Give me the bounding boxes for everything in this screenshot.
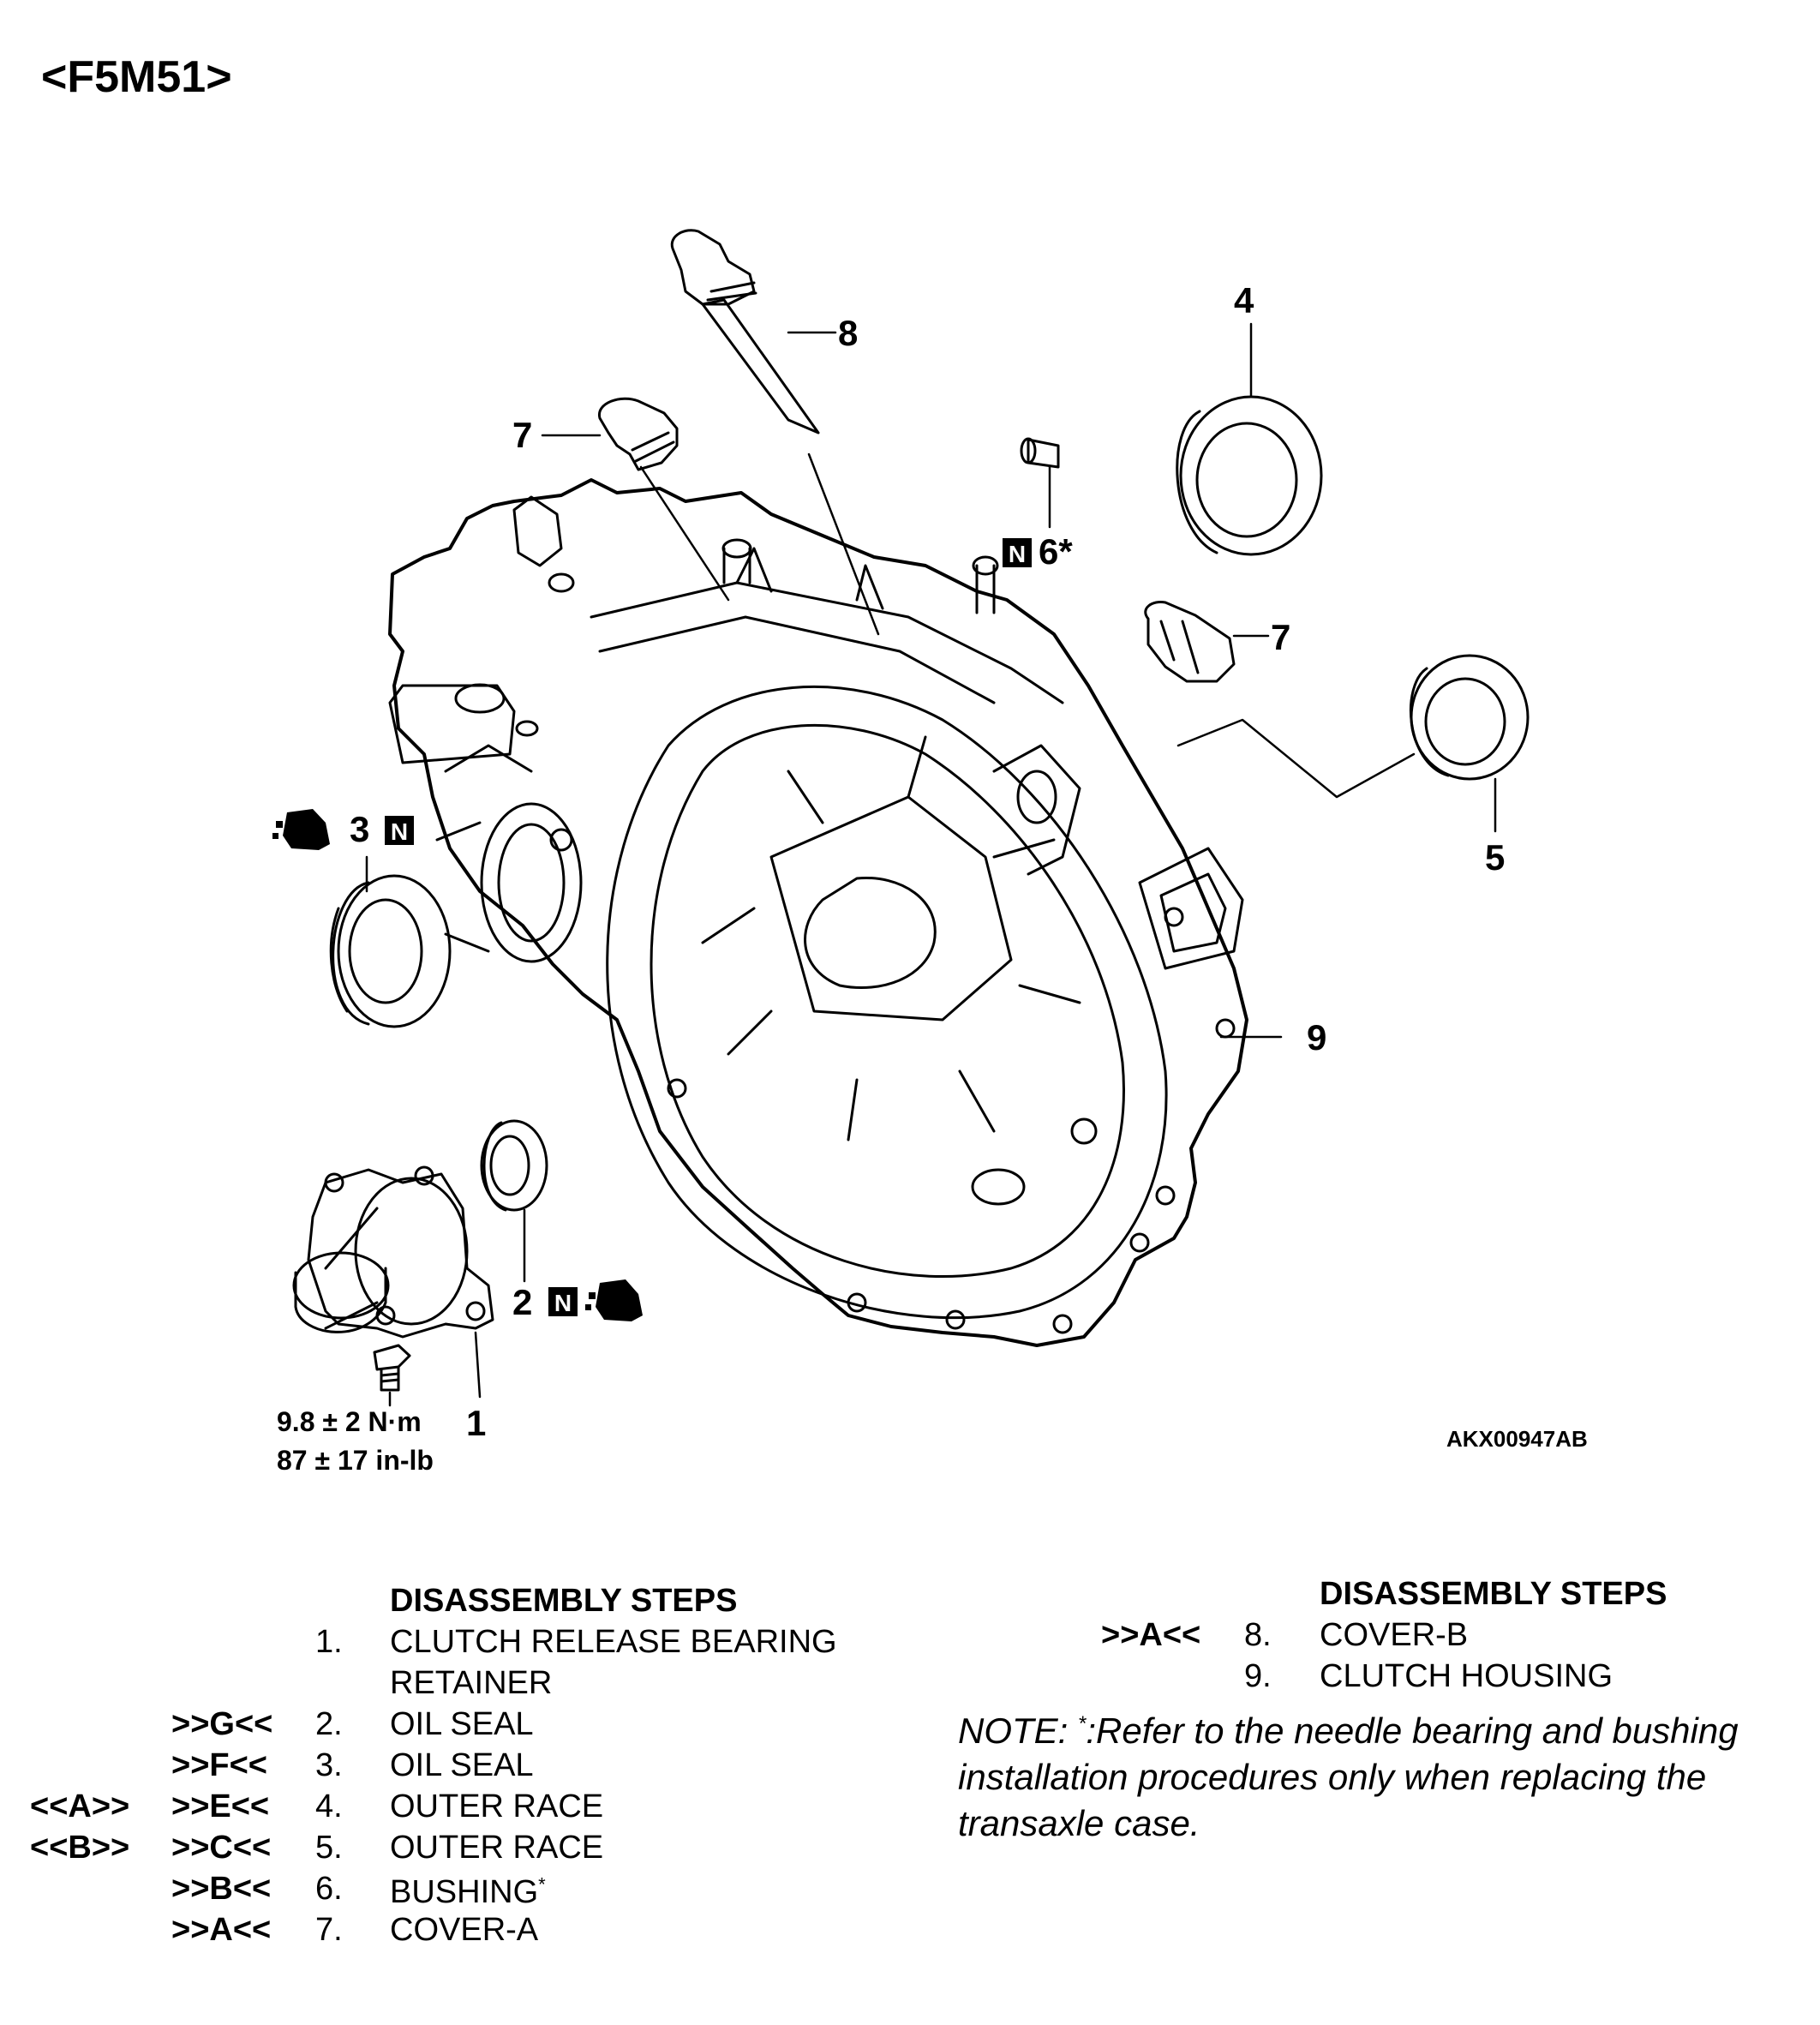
- disassembly-steps-left: DISASSEMBLY STEPS 1. CLUTCH RELEASE BEAR…: [0, 1580, 943, 1950]
- callout-3: 3: [350, 809, 369, 849]
- callout-4: 4: [1234, 280, 1254, 321]
- retainer-bolt: [373, 1344, 411, 1392]
- svg-text:N: N: [554, 1290, 572, 1316]
- callout-8: 8: [838, 313, 858, 353]
- page-title: <F5M51>: [41, 52, 232, 102]
- callout-6: 6*: [1039, 531, 1073, 572]
- oil-seal-2: [480, 1119, 548, 1212]
- callout-9: 9: [1307, 1017, 1326, 1057]
- torque-spec-inlb: 87 ± 17 in-lb: [277, 1445, 434, 1476]
- step-row: >>A<< 8. COVER-B: [1101, 1617, 1469, 1653]
- callout-5: 5: [1485, 837, 1505, 878]
- exploded-parts-diagram: N N N 8 7 4 6* 7 5 3 9 2 1 9.8 ± 2 N·m 8…: [272, 229, 1588, 1476]
- svg-text:N: N: [1009, 541, 1026, 567]
- oil-seal-3: [329, 874, 452, 1028]
- step-row: >>A<< 7. COVER-A: [171, 1912, 539, 1948]
- step-row: >>B<< 6. BUSHING*: [171, 1871, 546, 1910]
- step-row: RETAINER: [390, 1665, 553, 1701]
- note: NOTE: *:Refer to the needle bearing and …: [958, 1710, 1739, 1843]
- steps-heading: DISASSEMBLY STEPS: [390, 1583, 738, 1619]
- bushing-6: [1020, 437, 1060, 469]
- cover-a-upper: [598, 397, 679, 471]
- step-row: 9. CLUTCH HOUSING: [1244, 1658, 1613, 1694]
- clutch-housing: [388, 478, 1248, 1347]
- new-part-symbol: N: [1003, 538, 1032, 567]
- step-row: <<A>> >>E<< 4. OUTER RACE: [30, 1788, 604, 1824]
- callout-7-upper: 7: [512, 415, 532, 455]
- step-row: >>F<< 3. OIL SEAL: [171, 1747, 534, 1783]
- cover-b: [670, 229, 820, 434]
- steps-heading: DISASSEMBLY STEPS: [1320, 1576, 1667, 1612]
- outer-race-4: [1176, 395, 1323, 556]
- leader-lines: [365, 322, 1497, 1407]
- clutch-release-bearing-retainer: [292, 1165, 494, 1339]
- step-row: 1. CLUTCH RELEASE BEARING: [315, 1624, 837, 1660]
- grease-application-icon: [585, 1279, 643, 1321]
- new-part-symbol: N: [548, 1287, 578, 1316]
- disassembly-steps-right: DISASSEMBLY STEPS >>A<< 8. COVER-B 9. CL…: [943, 1573, 1799, 1697]
- figure-code: AKX00947AB: [1446, 1426, 1588, 1452]
- svg-text:N: N: [391, 818, 408, 845]
- grease-application-icon: [272, 809, 330, 850]
- step-row: >>G<< 2. OIL SEAL: [171, 1706, 534, 1742]
- cover-a-right: [1144, 600, 1236, 683]
- callout-2: 2: [512, 1282, 532, 1322]
- torque-spec-nm: 9.8 ± 2 N·m: [277, 1406, 422, 1437]
- callout-1: 1: [466, 1403, 486, 1443]
- outer-race-5: [1410, 654, 1530, 781]
- callout-7-right: 7: [1271, 617, 1290, 657]
- step-row: <<B>> >>C<< 5. OUTER RACE: [30, 1830, 604, 1866]
- new-part-symbol: N: [385, 816, 414, 845]
